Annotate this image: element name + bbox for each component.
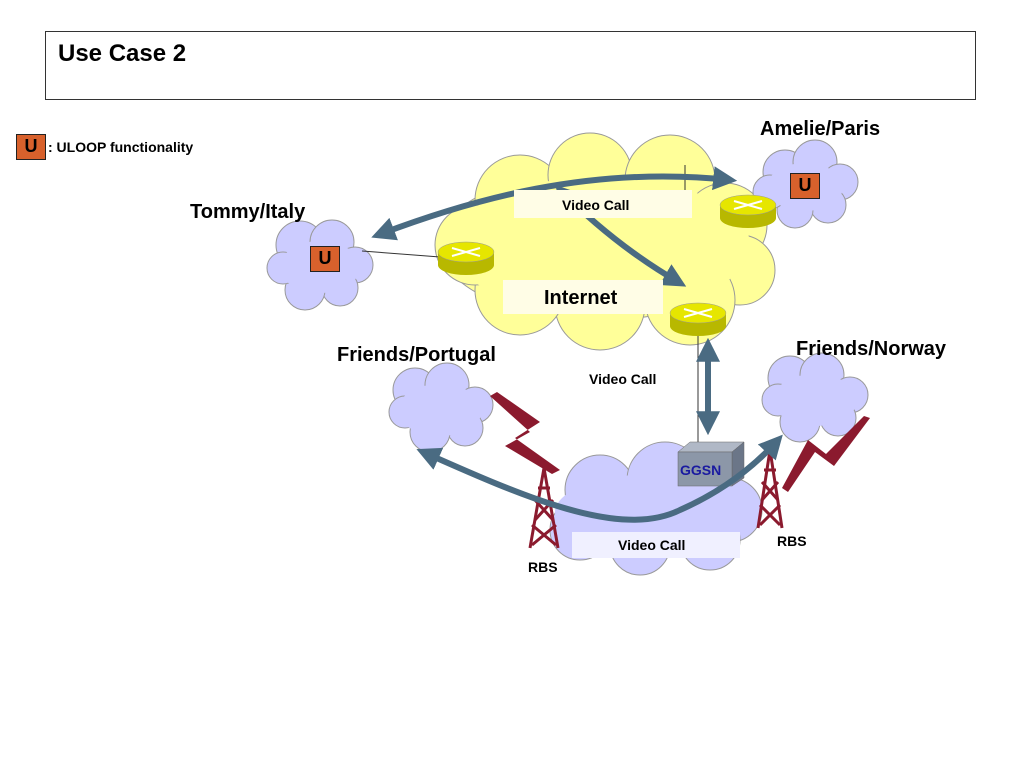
u-marker-italy: U (310, 246, 340, 272)
norway-cloud (761, 352, 869, 443)
video-call-top-bg (514, 190, 692, 218)
router-italy-icon (437, 241, 495, 275)
video-call-bottom-bg (572, 532, 740, 558)
label-rbs-right: RBS (777, 533, 807, 549)
label-video-call-top: Video Call (562, 197, 630, 213)
label-amelie-paris: Amelie/Paris (760, 118, 881, 140)
label-ggsn: GGSN (680, 462, 722, 478)
u-marker-paris: U (790, 173, 820, 199)
slide-title: Use Case 2 (58, 40, 187, 67)
label-video-call-middle: Video Call (589, 371, 657, 387)
label-friends-portugal: Friends/Portugal (337, 344, 496, 366)
label-internet: Internet (544, 287, 618, 309)
lightning-right-icon (782, 416, 870, 492)
label-tommy-italy: Tommy/Italy (190, 201, 306, 223)
legend-text: : ULOOP functionality (48, 139, 194, 155)
arrow-portugal-norway (416, 434, 783, 523)
legend-u-box: U (16, 134, 46, 160)
lightning-left-icon (490, 392, 560, 474)
router-internet-icon (669, 302, 727, 336)
portugal-cloud (388, 362, 494, 453)
label-rbs-left: RBS (528, 559, 558, 575)
title-box: Use Case 2 (45, 31, 976, 100)
label-video-call-bottom: Video Call (618, 537, 686, 553)
italy-link-line (361, 250, 441, 258)
italy-cloud (266, 219, 374, 311)
router-paris-icon (719, 194, 777, 228)
internet-label-bg (503, 280, 663, 314)
label-friends-norway: Friends/Norway (796, 338, 947, 360)
arrow-italy-paris (371, 166, 738, 241)
